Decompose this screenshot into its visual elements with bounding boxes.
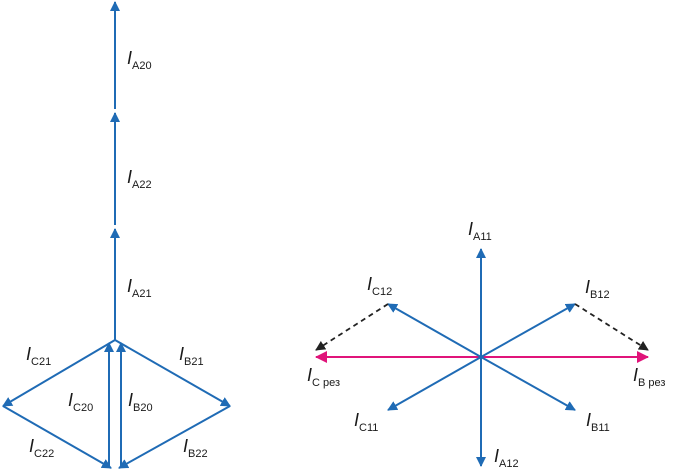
label-ib-res: IB рез [633,365,665,389]
label-ib12: IB12 [585,277,610,301]
vector-b11 [480,356,576,411]
label-ic11: IC11 [354,410,378,434]
label-ic-res: IC рез [307,365,340,389]
vector-dashed-b [574,303,649,351]
label-ib11: IB11 [586,410,610,434]
vector-b21 [114,339,231,407]
vector-c21 [2,339,116,407]
label-ia11: IA11 [468,219,492,243]
label-ib21: IB21 [179,344,204,368]
vector-b12 [480,303,576,358]
label-ib20: IB20 [128,390,153,414]
label-ib22: IB22 [183,436,208,460]
vector-c11 [387,356,482,411]
left-vector-diagram: IA20 IA22 IA21 IC21 IB21 IC20 IB20 IC22 … [2,1,231,469]
label-ic21: IC21 [26,344,51,368]
label-ia12: IA12 [494,446,519,470]
vector-c12 [387,303,482,358]
vector-c22 [2,405,112,469]
label-ia22: IA22 [127,167,152,191]
vector-b22 [118,405,231,469]
label-ic20: IC20 [68,390,93,414]
right-vector-diagram: IA11 IC12 IB12 IC рез IB рез IC11 IB11 I… [307,219,665,470]
label-ic12: IC12 [367,274,392,298]
vector-dashed-c [315,303,389,351]
label-ia21: IA21 [127,276,152,300]
label-ia20: IA20 [127,48,152,72]
label-ic22: IC22 [29,436,54,460]
